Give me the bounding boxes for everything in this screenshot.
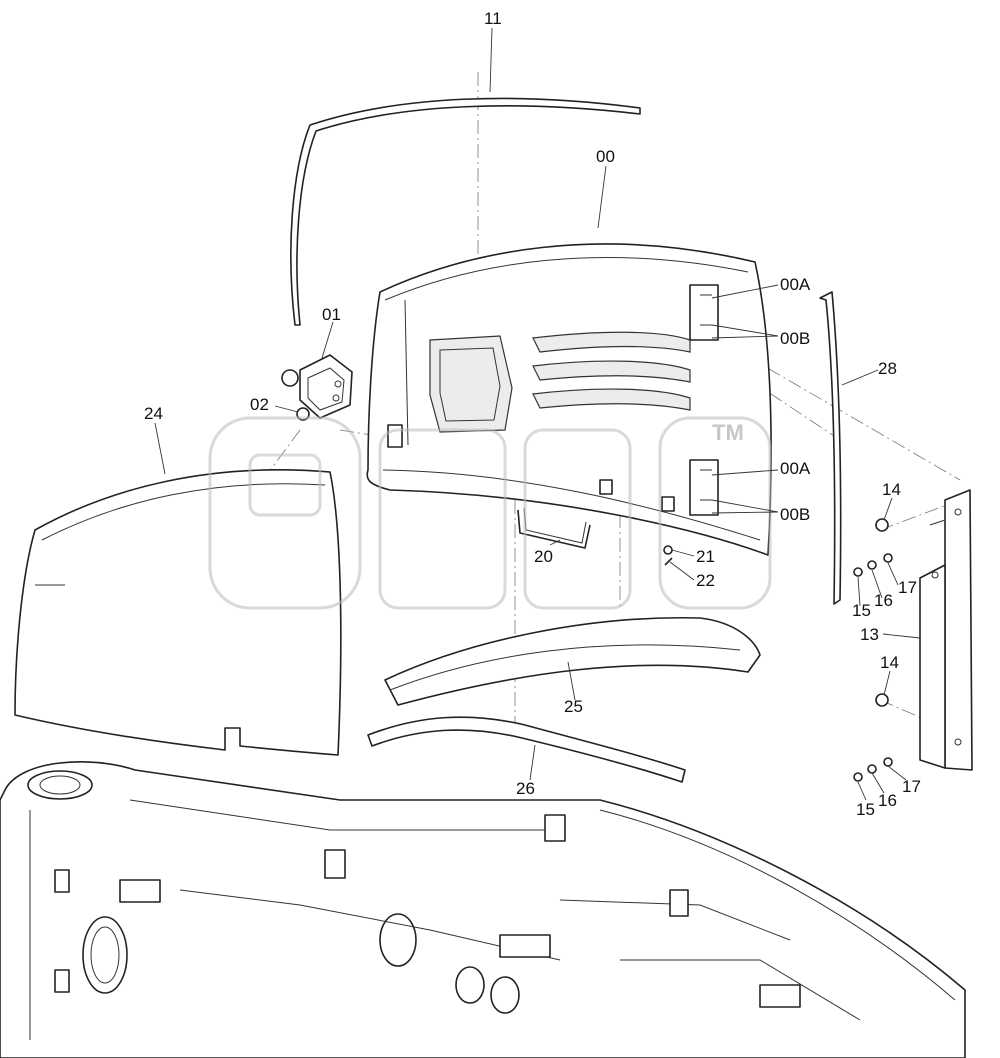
fasteners-lower xyxy=(853,693,893,782)
part-28-strip xyxy=(819,291,842,605)
callout-00b-bottom: 00B xyxy=(780,505,810,524)
callout-20: 20 xyxy=(534,547,553,566)
callout-21: 21 xyxy=(696,547,715,566)
callout-01: 01 xyxy=(322,305,341,324)
part-25-lower-cover xyxy=(384,616,761,706)
callout-28: 28 xyxy=(878,359,897,378)
callout-14-top: 14 xyxy=(882,480,901,499)
part-13-bracket xyxy=(919,489,973,771)
machine-frame xyxy=(0,761,966,1058)
callout-16-bottom: 16 xyxy=(878,791,897,810)
callout-17-bottom: 17 xyxy=(902,777,921,796)
part-20-handle xyxy=(517,507,591,549)
callout-15-top: 15 xyxy=(852,601,871,620)
callout-15-bottom: 15 xyxy=(856,800,875,819)
callout-16-top: 16 xyxy=(874,591,893,610)
callout-02: 02 xyxy=(250,395,269,414)
callout-13: 13 xyxy=(860,625,879,644)
callout-00a-top: 00A xyxy=(780,275,811,294)
part-24-side-panel xyxy=(14,469,342,756)
callouts: 11 00 00A 00B 28 01 02 24 00A 00B 14 20 … xyxy=(144,9,921,819)
watermark-trademark: TM xyxy=(712,420,744,445)
callout-17-top: 17 xyxy=(898,578,917,597)
callout-00b-top: 00B xyxy=(780,329,810,348)
callout-00a-bottom: 00A xyxy=(780,459,811,478)
callout-22: 22 xyxy=(696,571,715,590)
callout-14-bottom: 14 xyxy=(880,653,899,672)
fasteners-upper xyxy=(853,518,893,577)
leader-lines xyxy=(154,27,921,801)
callout-11: 11 xyxy=(484,9,502,28)
callout-00: 00 xyxy=(596,147,615,166)
part-26-rubber-strip xyxy=(367,716,686,783)
watermark: TM xyxy=(208,416,772,610)
callout-26: 26 xyxy=(516,779,535,798)
part-00-cover xyxy=(366,243,772,556)
callout-24: 24 xyxy=(144,404,163,423)
part-11-rubber-strip xyxy=(290,97,641,326)
part-01-latch xyxy=(281,354,353,419)
callout-25: 25 xyxy=(564,697,583,716)
